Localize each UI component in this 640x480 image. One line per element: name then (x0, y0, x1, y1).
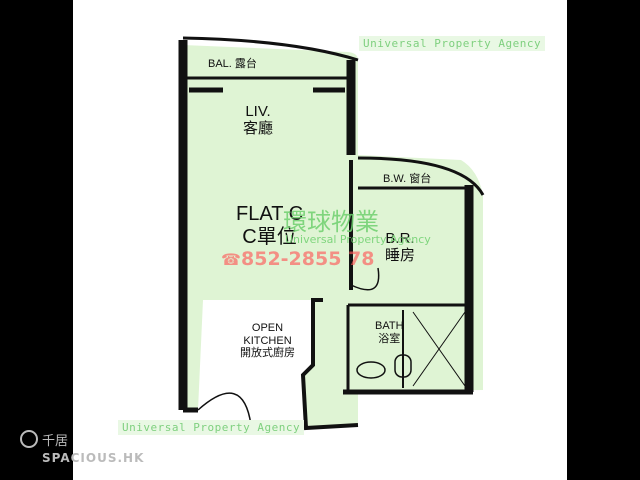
spacious-logo: 千居 SPACIOUS.HK (6, 430, 143, 470)
balcony-curve (182, 36, 359, 62)
basin (356, 361, 386, 379)
logo-cn-text: 千居 (42, 434, 69, 449)
telephone-icon: ☎ (221, 252, 241, 269)
spacious-logo-icon (20, 430, 38, 448)
unit-fill (183, 45, 483, 428)
agency-name-en: Universal Property Agency (285, 233, 431, 246)
bedroom-door-arc (350, 267, 380, 291)
toilet (394, 354, 412, 378)
agency-watermark-bottom: Universal Property Agency (118, 420, 305, 435)
entry-door-arc (197, 392, 252, 426)
bath-wall (346, 303, 469, 392)
agency-phone: 852-2855 78 (241, 248, 375, 270)
bay-window-label: B.W. 窗台 (383, 173, 432, 185)
agency-watermark-top: Universal Property Agency (359, 36, 546, 51)
living-label: LIV.客廳 (243, 103, 274, 138)
balcony-label: BAL. 露台 (208, 58, 257, 70)
shower-cross (412, 311, 466, 387)
floor-plan-drawing (178, 36, 485, 431)
agency-name-cn: 環球物業 (283, 208, 379, 236)
bedroom-label: B.R.睡房 (385, 230, 416, 265)
kitchen-step-wall (300, 298, 359, 431)
bay-window-curve (357, 156, 485, 196)
logo-en-text: SPACIOUS.HK (42, 451, 145, 465)
